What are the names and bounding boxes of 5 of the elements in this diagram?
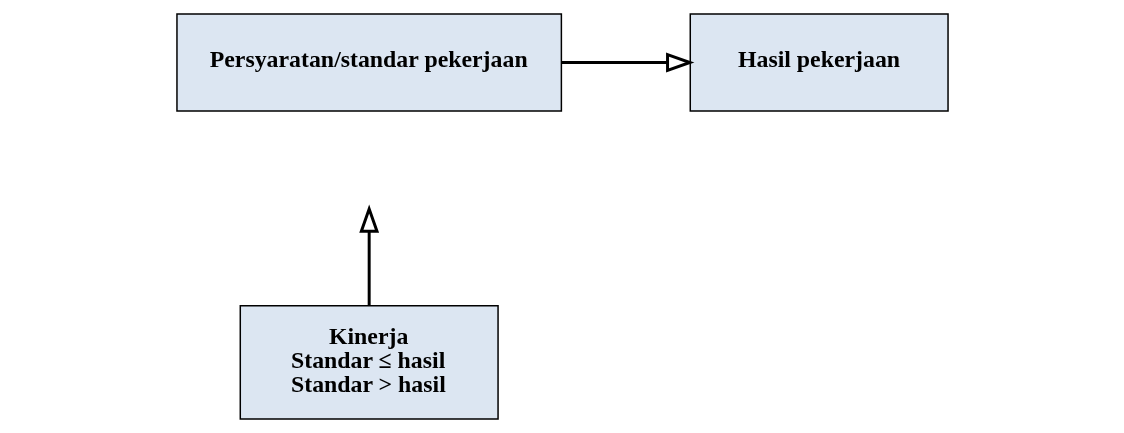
node-box: Hasil pekerjaan xyxy=(689,13,949,112)
arrow xyxy=(358,204,379,306)
node-box: Kinerja Standar ≤ hasil Standar > hasil xyxy=(239,304,499,420)
node-box: Persyaratan/standar pekerjaan xyxy=(175,13,562,112)
arrow xyxy=(561,52,694,73)
